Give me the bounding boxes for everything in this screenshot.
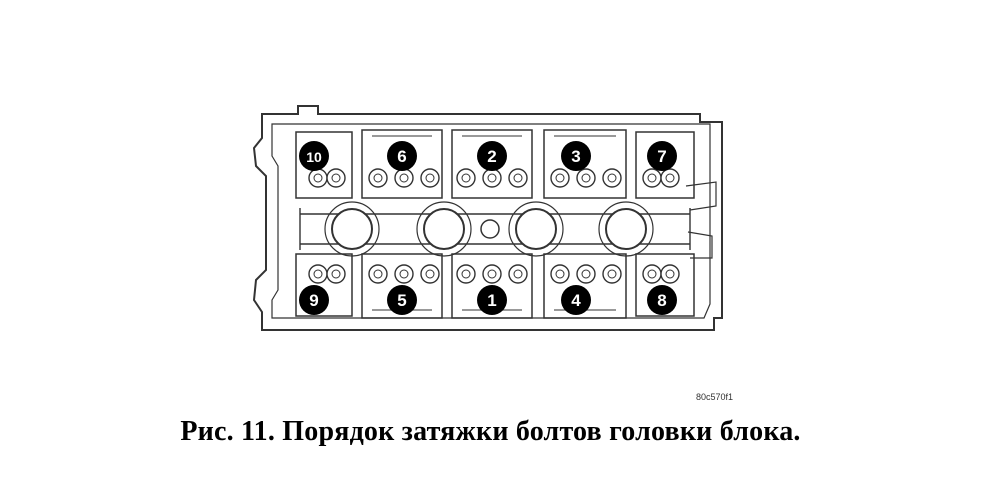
valve-spring xyxy=(576,168,596,188)
valve-spring xyxy=(456,264,476,284)
valve-stem xyxy=(513,269,523,279)
valve-stem xyxy=(461,269,471,279)
bolt-number: 10 xyxy=(306,149,322,165)
valve-spring xyxy=(368,264,388,284)
bolt-number: 9 xyxy=(309,291,318,310)
valve-spring xyxy=(326,264,346,284)
bolt-marker-2: 2 xyxy=(477,141,507,171)
bolt-marker-8: 8 xyxy=(647,285,677,315)
bolt-marker-circle xyxy=(561,141,591,171)
valve-stem xyxy=(373,269,383,279)
valve-spring xyxy=(420,168,440,188)
valve-spring xyxy=(508,264,528,284)
valve-stem xyxy=(555,173,565,183)
valve-stem xyxy=(647,173,657,183)
bolt-number: 2 xyxy=(487,147,496,166)
journal-bore xyxy=(515,208,557,250)
bolt-number: 3 xyxy=(571,147,580,166)
bolt-marker-circle xyxy=(387,141,417,171)
valve-spring xyxy=(660,264,680,284)
valve-spring xyxy=(642,264,662,284)
valve-spring xyxy=(576,264,596,284)
valve-spring xyxy=(456,168,476,188)
bolt-marker-7: 7 xyxy=(647,141,677,171)
camshaft-journals xyxy=(324,201,654,257)
journal-boss xyxy=(416,201,472,257)
figure-caption: Рис. 11. Порядок затяжки болтов головки … xyxy=(180,416,801,447)
bolt-marker-circle xyxy=(299,285,329,315)
valve-spring xyxy=(660,168,680,188)
bolt-number: 8 xyxy=(657,291,666,310)
bolt-marker-circle xyxy=(647,141,677,171)
bolt-marker-6: 6 xyxy=(387,141,417,171)
bolt-markers: 10 6 2 3 7 9 5 1 4 8 xyxy=(299,141,677,315)
valve-stem xyxy=(399,269,409,279)
journal-boss xyxy=(598,201,654,257)
bolt-marker-circle xyxy=(477,285,507,315)
bolt-number: 7 xyxy=(657,147,666,166)
valve-spring xyxy=(394,168,414,188)
bolt-number: 4 xyxy=(571,291,581,310)
valve-spring xyxy=(308,264,328,284)
journal-bore xyxy=(423,208,465,250)
bolt-marker-3: 3 xyxy=(561,141,591,171)
valve-spring xyxy=(482,168,502,188)
bolt-number: 1 xyxy=(487,291,496,310)
valve-spring xyxy=(420,264,440,284)
journal-boss xyxy=(508,201,564,257)
valve-stem xyxy=(425,173,435,183)
valve-spring xyxy=(368,168,388,188)
valve-stem xyxy=(581,269,591,279)
valve-stem xyxy=(425,269,435,279)
valve-stem xyxy=(607,269,617,279)
bolt-marker-circle xyxy=(561,285,591,315)
valve-stem xyxy=(373,173,383,183)
bolt-marker-5: 5 xyxy=(387,285,417,315)
journal-bore xyxy=(331,208,373,250)
valve-spring xyxy=(482,264,502,284)
valve-spring xyxy=(308,168,328,188)
valve-stem xyxy=(647,269,657,279)
bolt-marker-circle xyxy=(477,141,507,171)
valve-spring xyxy=(550,264,570,284)
valve-spring xyxy=(602,168,622,188)
bolt-marker-circle xyxy=(647,285,677,315)
valve-spring xyxy=(326,168,346,188)
valve-stem xyxy=(607,173,617,183)
valve-stem xyxy=(399,173,409,183)
bolt-marker-10: 10 xyxy=(299,141,329,171)
head-outline xyxy=(252,105,723,331)
valve-spring xyxy=(550,168,570,188)
valve-stem xyxy=(665,269,675,279)
center-plug-bore xyxy=(480,219,500,239)
journal-boss xyxy=(324,201,380,257)
valve-stem xyxy=(313,269,323,279)
valve-stem xyxy=(665,173,675,183)
valve-stem xyxy=(513,173,523,183)
valve-spring xyxy=(394,264,414,284)
bolt-marker-circle xyxy=(299,141,329,171)
bolt-marker-circle xyxy=(387,285,417,315)
bolt-number: 5 xyxy=(397,291,406,310)
valve-stem xyxy=(461,173,471,183)
valve-stem xyxy=(487,173,497,183)
bolt-marker-9: 9 xyxy=(299,285,329,315)
valve-stem xyxy=(581,173,591,183)
valve-stem xyxy=(331,173,341,183)
valve-spring xyxy=(642,168,662,188)
bolt-marker-1: 1 xyxy=(477,285,507,315)
valve-stem xyxy=(487,269,497,279)
valve-stem xyxy=(313,173,323,183)
bolt-marker-4: 4 xyxy=(561,285,591,315)
valve-spring xyxy=(508,168,528,188)
bolt-number: 6 xyxy=(397,147,406,166)
valve-springs xyxy=(308,168,680,284)
journal-bore xyxy=(605,208,647,250)
valve-stem xyxy=(555,269,565,279)
valve-spring xyxy=(602,264,622,284)
figure-code: 80c570f1 xyxy=(696,392,734,402)
valve-stem xyxy=(331,269,341,279)
